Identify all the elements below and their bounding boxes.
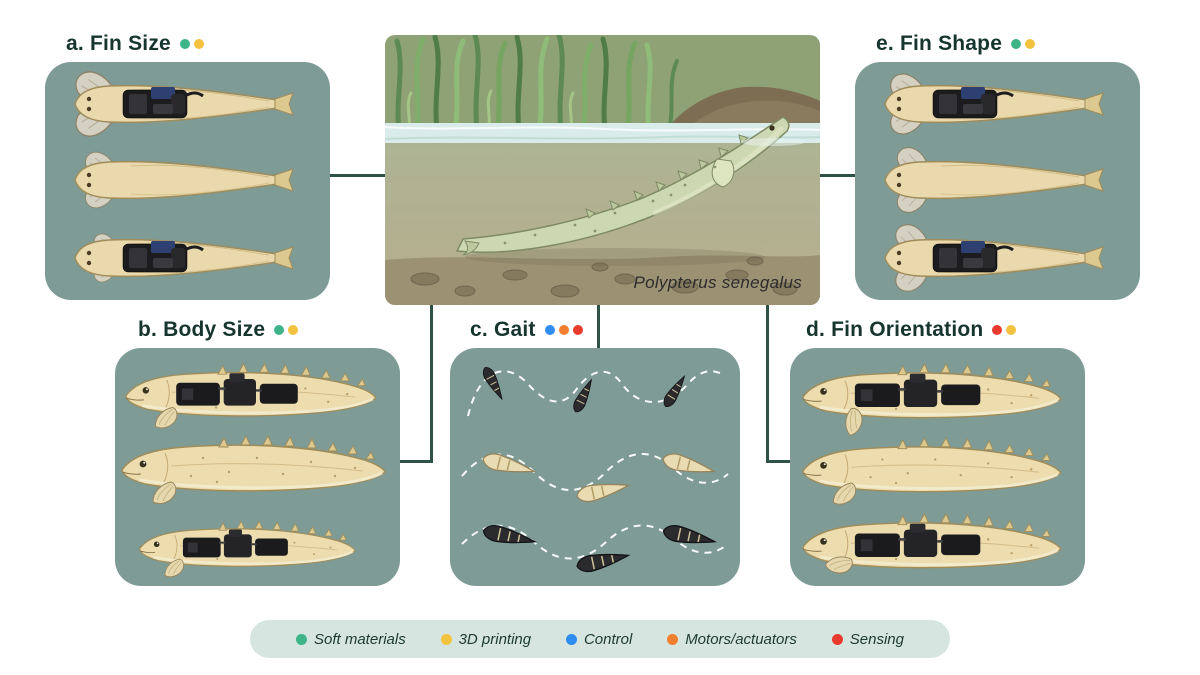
fin-shape-illustrations	[855, 73, 1140, 292]
polypterus-illustration: Polypterus senegalus	[385, 35, 820, 305]
legend-dot-soft-materials	[296, 633, 307, 645]
legend-label-sensing: Sensing	[849, 630, 904, 648]
body-size-illustrations	[120, 348, 387, 578]
legend-item-3d-printing: 3D printing	[440, 630, 532, 648]
panel-d-title: d. Fin Orientation	[806, 318, 1020, 342]
connector-center-to-panel-d-horizontal	[766, 460, 793, 463]
legend-item-motors-actuators: Motors/actuators	[667, 631, 797, 648]
legend-item-control: Control	[565, 630, 633, 648]
connector-center-to-panel-e	[820, 174, 855, 177]
tag-dot-soft-materials	[179, 39, 190, 49]
panel-a-label: a. Fin Size	[66, 32, 171, 55]
legend-item-sensing: Sensing	[831, 630, 904, 648]
robot-fish-small	[139, 521, 355, 578]
panel-a-title: a. Fin Size	[66, 32, 208, 56]
gait-trajectory-slalom	[467, 364, 723, 417]
grass	[394, 35, 679, 134]
connector-center-to-panel-b-horizontal	[400, 460, 433, 463]
robot-fish-fin-forward	[803, 364, 1061, 438]
panel-c-title: c. Gait	[470, 318, 587, 342]
legend-dot-motors-actuators	[667, 633, 679, 645]
plain-fish-fin-neutral	[801, 436, 1063, 505]
tag-dot-soft-materials	[1011, 39, 1022, 49]
legend-dot-control	[565, 633, 577, 645]
panel-d-fin-orientation	[790, 348, 1085, 586]
legend: Soft materials 3D printing Control Motor…	[250, 620, 950, 658]
robot-fish-fan-fins	[885, 73, 1103, 135]
legend-item-soft-materials: Soft materials	[296, 631, 406, 648]
tag-dot-3d-printing	[1025, 39, 1036, 49]
panel-c-gait	[450, 348, 740, 586]
panel-c-label: c. Gait	[470, 318, 536, 341]
legend-label-control: Control	[583, 630, 633, 648]
panel-e-label: e. Fin Shape	[876, 32, 1003, 55]
connector-center-to-panel-c	[597, 303, 600, 351]
legend-label-soft-materials: Soft materials	[314, 630, 406, 648]
robot-fish-small-fins	[75, 233, 293, 283]
panel-e-title: e. Fin Shape	[876, 32, 1039, 56]
robot-fish-fin-backward	[803, 514, 1061, 580]
plain-fish-large	[120, 434, 387, 505]
panel-d-label: d. Fin Orientation	[806, 318, 984, 341]
plain-fish-medium-fins	[74, 151, 294, 209]
tag-dot-sensing	[992, 325, 1003, 335]
tag-dot-sensing	[572, 325, 583, 335]
panel-b-title: b. Body Size	[138, 318, 302, 342]
panel-e-fin-shape	[855, 62, 1140, 300]
legend-label-3d-printing: 3D printing	[458, 630, 532, 648]
polypterus-fish	[455, 116, 805, 256]
connector-center-to-panel-b-vertical	[430, 303, 433, 463]
fin-size-illustrations	[45, 71, 330, 283]
connector-panel-a-to-center	[330, 174, 385, 177]
tag-dot-motors-actuators	[558, 325, 569, 335]
tag-dot-control	[544, 325, 555, 335]
river-stones	[410, 256, 798, 298]
species-label: Polypterus senegalus	[633, 273, 802, 292]
tag-dot-3d-printing	[288, 325, 299, 335]
legend-dot-sensing	[831, 633, 843, 645]
robot-fish-medium	[126, 364, 376, 429]
panel-b-body-size	[115, 348, 400, 586]
robot-fish-large-fins	[75, 71, 293, 137]
habitat-scene	[385, 35, 820, 305]
legend-label-motors-actuators: Motors/actuators	[685, 630, 797, 648]
gait-trajectory-wave-dark	[461, 522, 729, 575]
tag-dot-soft-materials	[274, 325, 285, 335]
connector-center-to-panel-d-vertical	[766, 303, 769, 463]
fin-orientation-illustrations	[801, 348, 1063, 580]
plain-fish-scalloped-fins	[884, 147, 1104, 213]
gait-illustrations	[461, 364, 729, 575]
panel-a-fin-size	[45, 62, 330, 300]
robot-fish-round-fins	[885, 224, 1103, 292]
legend-dot-3d-printing	[440, 633, 452, 645]
gait-trajectory-wave-light	[461, 450, 729, 505]
panel-b-label: b. Body Size	[138, 318, 266, 341]
tag-dot-3d-printing	[1006, 325, 1017, 335]
tag-dot-3d-printing	[193, 39, 204, 49]
